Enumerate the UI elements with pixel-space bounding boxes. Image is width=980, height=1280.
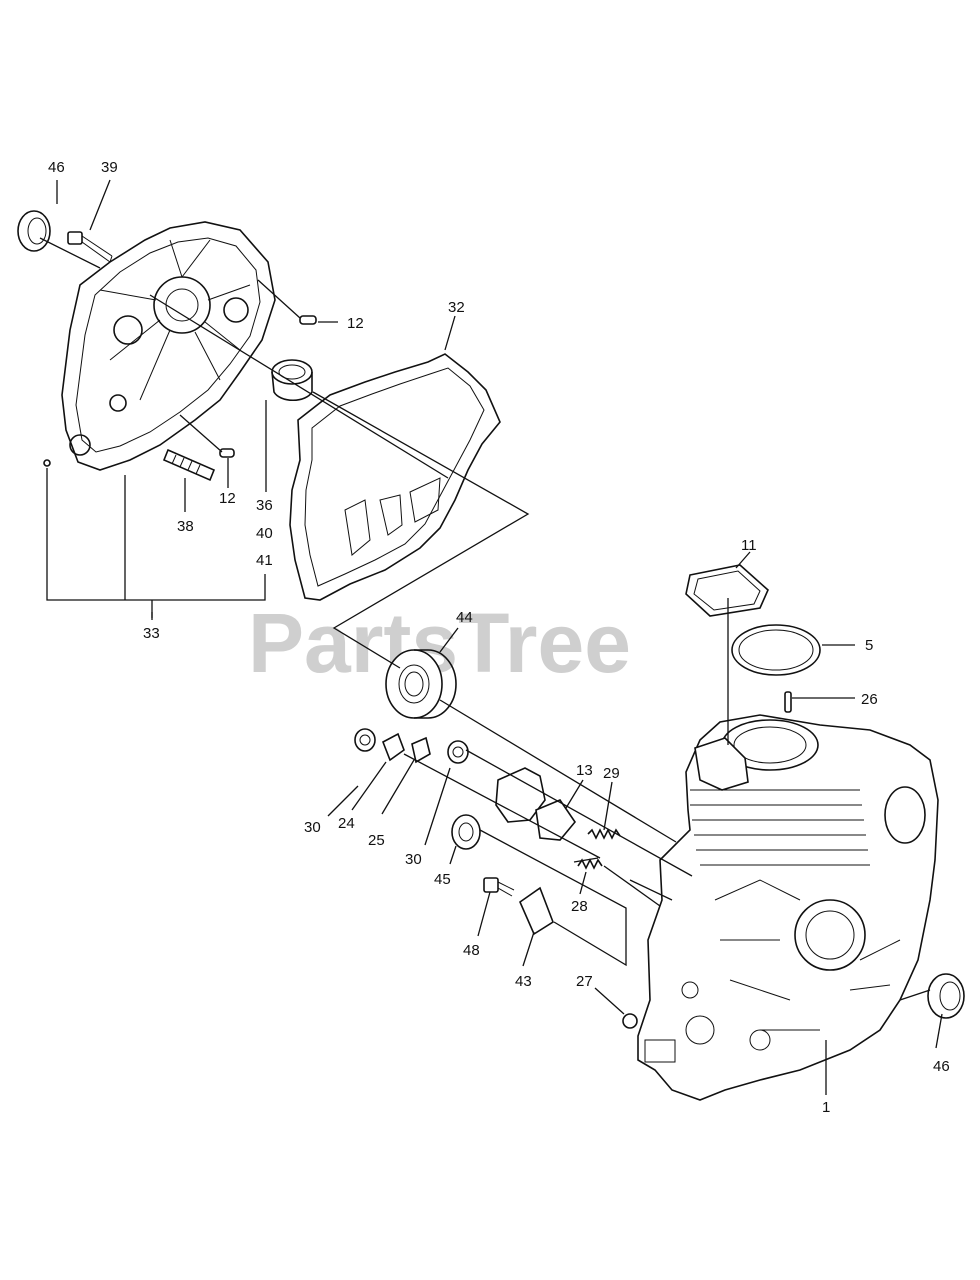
callout-24: 24 bbox=[338, 815, 355, 832]
gasket-32 bbox=[289, 353, 501, 601]
callout-5: 5 bbox=[865, 637, 873, 654]
plate-25 bbox=[411, 736, 431, 764]
o-ring-11 bbox=[685, 564, 769, 617]
callout-40: 40 bbox=[256, 525, 273, 542]
nut-30-right bbox=[447, 740, 469, 764]
oil-seal-46-right bbox=[927, 973, 965, 1019]
callout-11: 11 bbox=[741, 537, 757, 554]
crankcase-cover bbox=[61, 221, 276, 471]
callout-13: 13 bbox=[576, 762, 593, 779]
callout-41: 41 bbox=[256, 552, 273, 569]
pin-26 bbox=[784, 691, 792, 713]
callout-28: 28 bbox=[571, 898, 588, 915]
housing-13 bbox=[495, 767, 577, 841]
callout-44: 44 bbox=[456, 609, 473, 626]
callout-39: 39 bbox=[101, 159, 118, 176]
bearing-44 bbox=[385, 649, 457, 719]
callout-43: 43 bbox=[515, 973, 532, 990]
bolt-39 bbox=[67, 231, 113, 263]
spring-29 bbox=[587, 828, 621, 840]
dowel-pin-12-lower bbox=[219, 448, 235, 458]
nut-30-left bbox=[354, 728, 376, 752]
callout-36: 36 bbox=[256, 497, 273, 514]
callout-45: 45 bbox=[434, 871, 451, 888]
callout-labels: 46 39 12 32 12 36 40 41 38 33 11 5 44 26… bbox=[48, 159, 950, 1116]
plug-27 bbox=[622, 1013, 638, 1029]
callout-32: 32 bbox=[448, 299, 465, 316]
callout-12-upper: 12 bbox=[347, 315, 364, 332]
shaft-38 bbox=[162, 448, 216, 482]
callout-33: 33 bbox=[143, 625, 160, 642]
plate-43 bbox=[519, 886, 554, 936]
oil-seal-46-top bbox=[17, 210, 51, 252]
plate-24 bbox=[381, 732, 405, 762]
callout-30-right: 30 bbox=[405, 851, 422, 868]
callout-46-top: 46 bbox=[48, 159, 65, 176]
callout-25: 25 bbox=[368, 832, 385, 849]
bolt-48 bbox=[483, 877, 515, 897]
callout-27: 27 bbox=[576, 973, 593, 990]
callout-12-lower: 12 bbox=[219, 490, 236, 507]
dowel-pin-12-upper bbox=[299, 315, 317, 325]
callout-48: 48 bbox=[463, 942, 480, 959]
callout-46-right: 46 bbox=[933, 1058, 950, 1075]
callout-29: 29 bbox=[603, 765, 620, 782]
plug bbox=[43, 459, 51, 467]
bushing-36 bbox=[271, 359, 313, 402]
guide-lines bbox=[39, 237, 931, 1001]
leader-lines bbox=[56, 179, 943, 1095]
roller-45 bbox=[451, 814, 481, 850]
crankcase-block bbox=[637, 714, 939, 1101]
callout-26: 26 bbox=[861, 691, 878, 708]
callout-38: 38 bbox=[177, 518, 194, 535]
callout-1: 1 bbox=[822, 1099, 830, 1116]
callout-30-left: 30 bbox=[304, 819, 321, 836]
ring-5 bbox=[731, 624, 821, 676]
spring-28 bbox=[577, 858, 603, 870]
